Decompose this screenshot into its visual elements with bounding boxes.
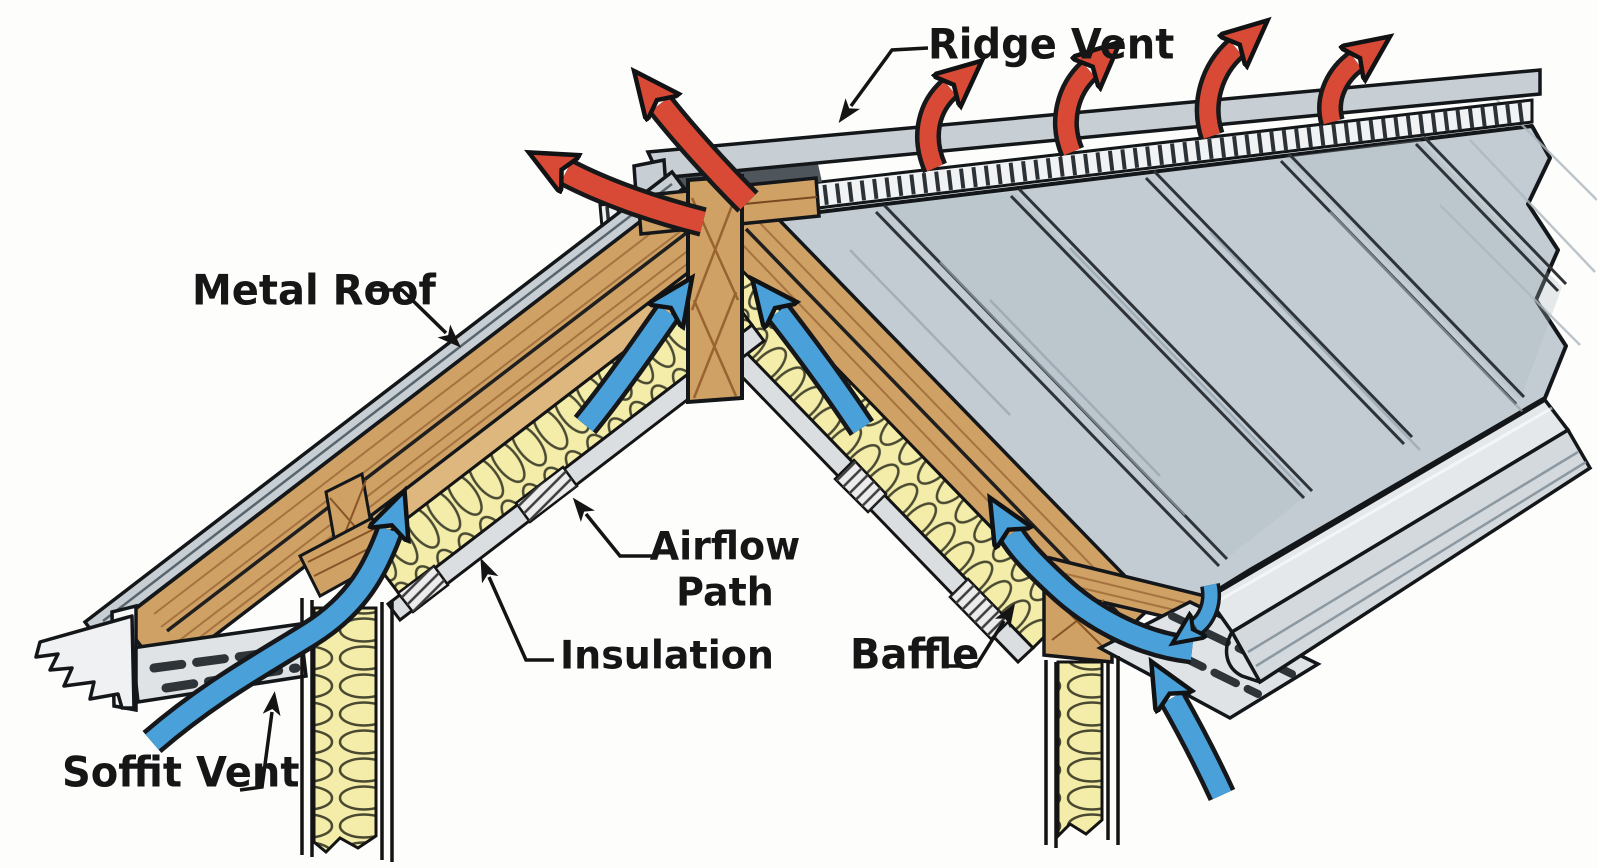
right-baffles bbox=[833, 458, 1011, 641]
ridge-exhaust-arrow-2 bbox=[660, 104, 756, 210]
leader-metal-roof bbox=[366, 288, 462, 348]
soffit-intake-arrow-left bbox=[145, 530, 390, 750]
label-airflow-path: Airflow Path bbox=[649, 523, 801, 615]
left-wall-insulation bbox=[298, 471, 395, 862]
leader-soffit-vent bbox=[239, 691, 281, 792]
left-baffles bbox=[396, 465, 579, 614]
left-ceiling bbox=[385, 322, 767, 623]
label-baffle: Baffle bbox=[850, 631, 980, 679]
hot-air-arrows bbox=[566, 48, 1356, 237]
ridge-vent-slots bbox=[772, 101, 1531, 211]
leader-airflow-path bbox=[572, 497, 652, 558]
label-ridge-vent: Ridge Vent bbox=[928, 21, 1175, 69]
ridge-exhaust-arrow-1 bbox=[566, 172, 706, 233]
left-gutter bbox=[34, 614, 136, 710]
ridge-exhaust-arrow-4 bbox=[1057, 70, 1089, 156]
right-wall-insulation bbox=[1044, 656, 1120, 848]
ridge-approach-arrow-right bbox=[778, 312, 871, 434]
leader-ridge-vent bbox=[838, 46, 929, 123]
vent-entry-arrow bbox=[1196, 583, 1218, 627]
panel-seams bbox=[874, 135, 1568, 568]
ridge-approach-arrow-left bbox=[577, 312, 668, 432]
soffit-intake-arrow-right bbox=[1011, 534, 1194, 660]
right-gutter bbox=[1205, 397, 1593, 685]
left-rafter-assembly bbox=[82, 169, 767, 678]
outside-air-arrow bbox=[1172, 698, 1232, 800]
panel-streaks bbox=[849, 211, 1546, 516]
leader-insulation bbox=[480, 557, 554, 662]
right-rafter-assembly bbox=[683, 192, 1156, 665]
label-soffit-vent: Soffit Vent bbox=[62, 749, 300, 797]
label-insulation: Insulation bbox=[560, 632, 774, 678]
ridge-exhaust-arrow-3 bbox=[919, 88, 950, 172]
ridge-post bbox=[636, 173, 821, 405]
metal-roof-panels bbox=[768, 94, 1597, 614]
ridge-exhaust-arrow-6 bbox=[1321, 61, 1356, 125]
leader-baffle bbox=[948, 603, 1016, 668]
label-metal-roof: Metal Roof bbox=[192, 267, 436, 315]
cool-air-arrows bbox=[142, 312, 1236, 802]
ridge-exhaust-arrow-5 bbox=[1199, 48, 1236, 139]
left-wall-stud bbox=[380, 600, 394, 862]
label-leaders bbox=[239, 46, 1016, 792]
